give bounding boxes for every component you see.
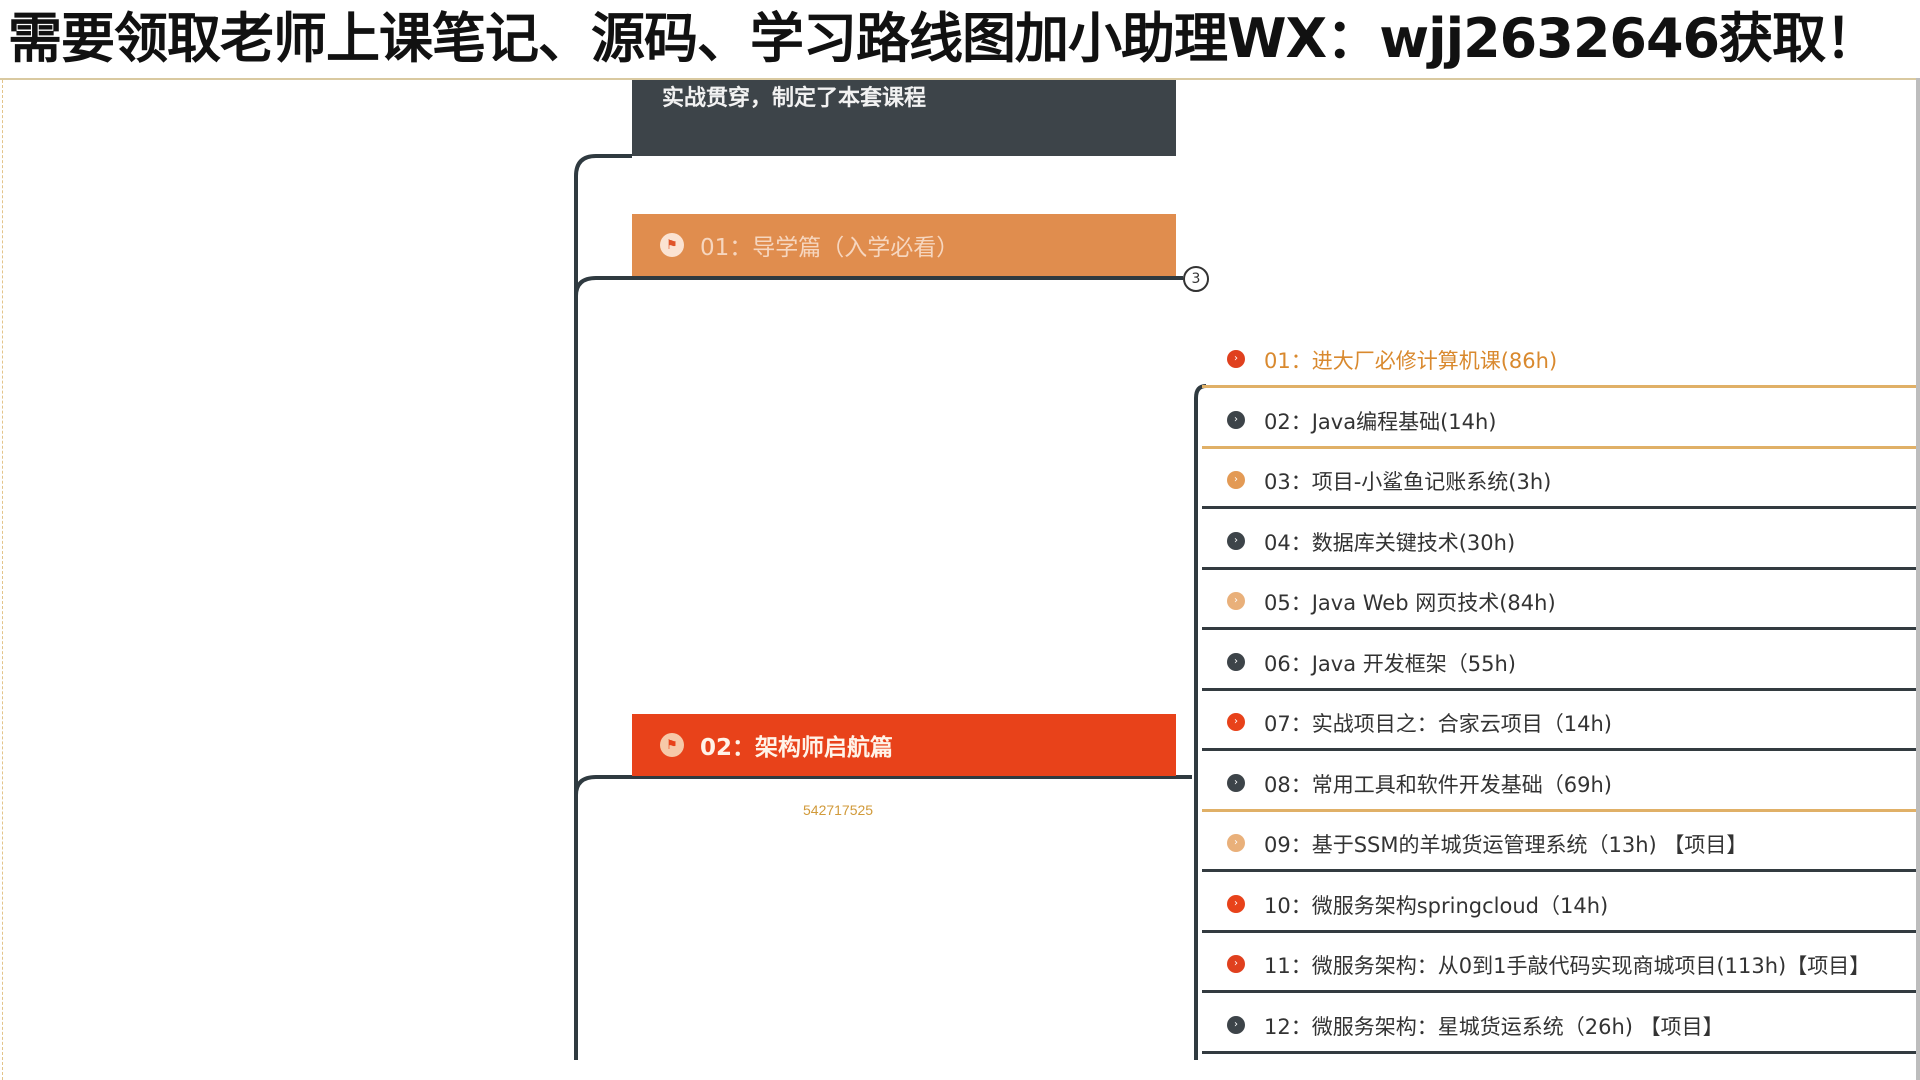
branch-01-label: 01：导学篇（入学必看） — [700, 235, 960, 261]
banner-text: 需要领取老师上课笔记、源码、学习路线图加小助理WX：wjj2632646获取！ — [8, 7, 1879, 70]
item-underline — [1202, 506, 1916, 509]
list-item[interactable]: › 09：基于SSM的羊城货运管理系统（13h) 【项目】 — [1192, 812, 1916, 872]
list-item[interactable]: › 06：Java 开发框架（55h) — [1192, 631, 1916, 691]
status-icon: › — [1227, 1015, 1245, 1034]
list-item-label: 11：微服务架构：从0到1手敲代码实现商城项目(113h)【项目】 — [1264, 954, 1871, 978]
item-underline — [1202, 627, 1916, 630]
list-item-label: 10：微服务架构springcloud（14h) — [1264, 893, 1609, 918]
item-underline — [1202, 1050, 1916, 1054]
list-item-label: 12：微服务架构：星城货运系统（26h) 【项目】 — [1264, 1014, 1724, 1039]
list-item[interactable]: › 02：Java编程基础(14h) — [1192, 389, 1916, 449]
list-item-label: 08：常用工具和软件开发基础（69h) — [1264, 772, 1612, 797]
list-item[interactable]: › 10：微服务架构springcloud（14h) — [1192, 873, 1916, 933]
left-dashed-guide — [2, 80, 3, 1080]
list-item-label: 05：Java Web 网页技术(84h) — [1264, 591, 1556, 615]
list-item[interactable]: › 07：实战项目之：合家云项目（14h) — [1192, 691, 1916, 751]
list-item-label: 09：基于SSM的羊城货运管理系统（13h) 【项目】 — [1264, 833, 1748, 857]
list-item-label: 01：进大厂必修计算机课(86h) — [1264, 349, 1558, 373]
list-item[interactable]: › 01：进大厂必修计算机课(86h) — [1192, 328, 1916, 388]
status-icon: › — [1227, 652, 1245, 671]
item-underline — [1202, 929, 1916, 933]
item-underline — [1202, 566, 1916, 570]
branch-02-label: 02：架构师启航篇 — [700, 735, 894, 761]
status-icon: › — [1227, 773, 1245, 792]
list-item[interactable]: › 11：微服务架构：从0到1手敲代码实现商城项目(113h)【项目】 — [1192, 933, 1916, 993]
course-intro-card[interactable]: 实战贯穿，制定了本套课程 — [632, 80, 1176, 156]
banner-divider — [0, 78, 1920, 80]
collapse-count-badge[interactable]: 3 — [1183, 266, 1209, 292]
list-item[interactable]: › 03：项目-小鲨鱼记账系统(3h) — [1192, 449, 1916, 509]
trunk-line — [574, 154, 632, 1060]
list-item[interactable]: › 05：Java Web 网页技术(84h) — [1192, 570, 1916, 630]
course-intro-text: 实战贯穿，制定了本套课程 — [662, 86, 927, 111]
item-underline — [1202, 687, 1916, 691]
top-banner: 需要领取老师上课笔记、源码、学习路线图加小助理WX：wjj2632646获取！ — [0, 0, 1920, 78]
item-underline — [1202, 808, 1916, 812]
flag-icon: ⚑ — [660, 233, 684, 257]
list-item[interactable]: › 12：微服务架构：星城货运系统（26h) 【项目】 — [1192, 994, 1916, 1054]
item-underline — [1202, 990, 1916, 993]
status-icon: › — [1227, 350, 1245, 368]
list-item-label: 03：项目-小鲨鱼记账系统(3h) — [1264, 470, 1552, 494]
branch-01-node[interactable]: ⚑ 01：导学篇（入学必看） — [632, 214, 1176, 276]
branch-01-connector — [574, 276, 1183, 297]
list-item-label: 07：实战项目之：合家云项目（14h) — [1264, 712, 1612, 736]
item-underline — [1202, 385, 1916, 388]
list-item-label: 04：数据库关键技术(30h) — [1264, 530, 1516, 555]
item-underline — [1202, 869, 1916, 872]
status-icon: › — [1227, 834, 1245, 852]
status-icon: › — [1227, 592, 1245, 610]
window-right-edge — [1916, 0, 1920, 1080]
status-icon: › — [1227, 894, 1245, 913]
status-icon: › — [1227, 471, 1245, 489]
status-icon: › — [1227, 955, 1245, 973]
list-item[interactable]: › 08：常用工具和软件开发基础（69h) — [1192, 752, 1916, 812]
status-icon: › — [1227, 531, 1245, 550]
status-icon: › — [1227, 410, 1245, 429]
status-icon: › — [1227, 713, 1245, 731]
item-underline — [1202, 748, 1916, 751]
item-underline — [1202, 445, 1916, 449]
branch-02-node[interactable]: ⚑ 02：架构师启航篇 — [632, 714, 1176, 776]
branch-02-connector — [574, 775, 1192, 796]
watermark-id: 542717525 — [803, 802, 874, 818]
list-item-label: 02：Java编程基础(14h) — [1264, 409, 1497, 434]
list-item-label: 06：Java 开发框架（55h) — [1264, 651, 1516, 676]
list-item[interactable]: › 04：数据库关键技术(30h) — [1192, 510, 1916, 570]
flag-icon: ⚑ — [660, 733, 684, 757]
